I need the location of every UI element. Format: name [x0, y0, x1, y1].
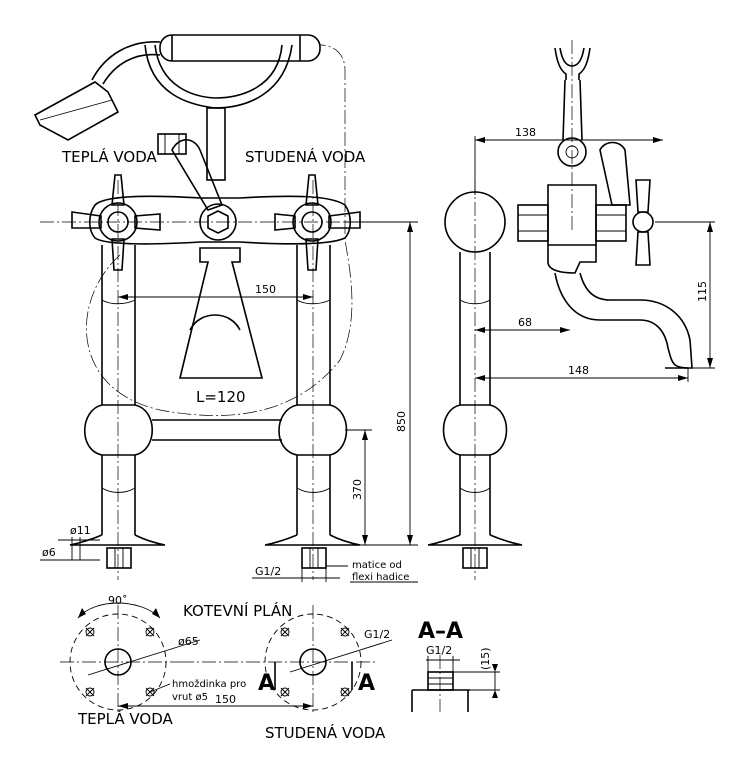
label-cold-water-bottom: STUDENÁ VODA	[265, 723, 386, 742]
anchor-plan-title: KOTEVNÍ PLÁN	[183, 601, 292, 620]
note-dowel-line1: hmoždinka pro	[172, 678, 246, 690]
label-cold-water-top: STUDENÁ VODA	[245, 147, 366, 166]
dim-plan-angle: 90˚	[108, 594, 128, 607]
section-a-a: A–A G1/2 (15)	[411, 619, 500, 712]
dim-plan-spacing: 150	[215, 693, 236, 706]
note-nut-line2: flexi hadice	[352, 572, 409, 583]
dim-height-lower: 370	[351, 479, 364, 500]
dim-side-offset: 68	[518, 316, 532, 329]
dim-section-depth: (15)	[479, 647, 492, 670]
section-mark-right: A	[358, 671, 375, 696]
dim-front-spacing: 150	[255, 283, 276, 296]
note-dowel-line2: vrut ø5	[172, 692, 208, 703]
dim-side-width: 138	[515, 126, 536, 139]
label-hose-length: L=120	[196, 388, 246, 406]
dim-side-height: 115	[696, 281, 709, 302]
handshower-front	[33, 34, 321, 141]
dim-side-reach: 148	[568, 364, 589, 377]
front-view: 150 850 370 ø11 ø6 G1/2 matice od flexi …	[33, 34, 418, 583]
dim-section-thread: G1/2	[426, 644, 452, 657]
dim-thread-front: G1/2	[255, 565, 281, 578]
dim-dia-6: ø6	[42, 546, 56, 559]
dim-height-total: 850	[395, 411, 408, 432]
label-hot-water-bottom: TEPLÁ VODA	[77, 709, 174, 728]
dim-plan-dia: ø65	[178, 635, 199, 648]
note-nut-line1: matice od	[352, 560, 402, 571]
hot-handle-front	[71, 174, 161, 271]
anchor-plan: KOTEVNÍ PLÁN 90˚ ø65 hmoždinka pro vrut …	[60, 594, 393, 742]
label-hot-water-top: TEPLÁ VODA	[61, 147, 158, 166]
side-view: 138 68 148 115	[427, 40, 715, 580]
section-title: A–A	[418, 619, 463, 644]
cold-handle-front	[274, 174, 361, 271]
dim-plan-thread: G1/2	[364, 628, 390, 641]
section-mark-left: A	[258, 671, 275, 696]
dim-dia-11: ø11	[70, 524, 91, 537]
